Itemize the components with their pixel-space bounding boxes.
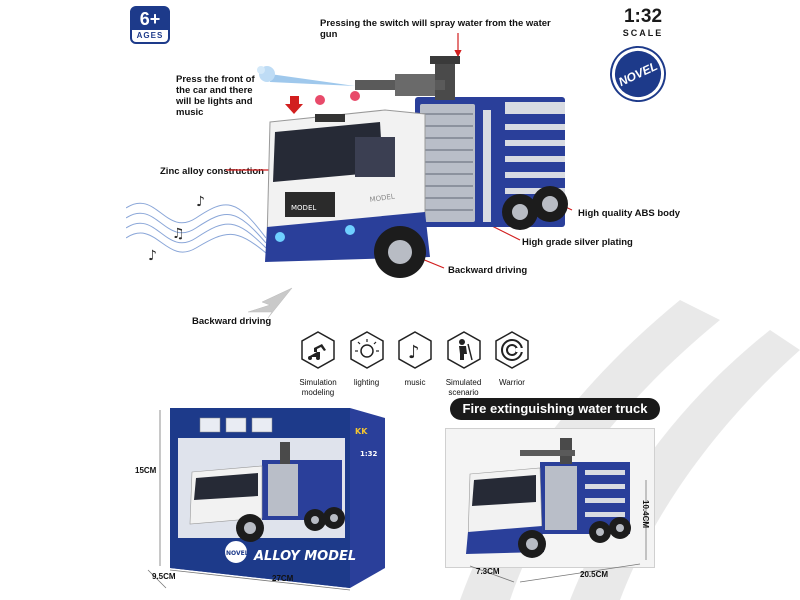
age-badge: 6+ AGES — [130, 6, 170, 44]
package-dimension-lines — [147, 410, 351, 591]
music-note-icon: ♪ — [196, 194, 205, 210]
svg-text:♪: ♪ — [408, 342, 420, 363]
worker-icon — [446, 331, 481, 369]
callout-silver-plating: High grade silver plating — [522, 237, 633, 248]
box-novel-badge: NOVEL — [226, 550, 249, 557]
music-note-icon: ♪ — [148, 248, 157, 264]
water-spray — [257, 66, 355, 86]
product-width: 7.3CM — [476, 567, 500, 576]
product-dimension-lines — [469, 480, 647, 583]
main-truck-image: MODEL MODEL — [257, 56, 568, 278]
scale-value: 1:32 — [623, 6, 663, 27]
music-note-icon: ♫ — [172, 226, 185, 242]
age-number: 6+ — [132, 8, 168, 30]
feature-label: Simulation modeling — [299, 378, 337, 397]
callout-backward-left: Backward driving — [192, 316, 272, 327]
product-title: Fire extinguishing water truck — [450, 398, 660, 420]
feature-item: Simulation modeling — [295, 330, 341, 397]
excavator-icon — [301, 331, 335, 369]
feature-item: ♪ music — [392, 330, 438, 390]
feature-label: lighting — [353, 378, 380, 387]
feature-label: Simulated scenario — [445, 378, 482, 397]
feature-item: Warrior — [489, 330, 535, 390]
callout-water-gun: Pressing the switch will spray water fro… — [320, 18, 551, 40]
callout-backward-right: Backward driving — [448, 265, 528, 276]
product-height: 10.4CM — [641, 500, 650, 529]
box-title-text: ALLOY MODEL — [253, 549, 356, 564]
truck-door-text: MODEL — [369, 193, 395, 204]
scale-label: SCALE — [622, 28, 664, 38]
package-depth: 9.5CM — [152, 572, 176, 581]
package-box-image: NOVEL ALLOY MODEL 1:32 KK — [170, 408, 385, 588]
product-length: 20.5CM — [580, 570, 609, 579]
feature-item: Simulated scenario — [441, 330, 487, 397]
package-width: 27CM — [272, 574, 294, 583]
callout-zinc: Zinc alloy construction — [160, 166, 264, 177]
box-scale-text: 1:32 — [360, 450, 378, 458]
truck-plate-text: MODEL — [291, 204, 316, 212]
callout-abs-body: High quality ABS body — [578, 208, 681, 219]
feature-label: Warrior — [499, 378, 525, 387]
features-row: Simulation modeling lighting ♪ music Sim… — [295, 330, 535, 397]
music-note-icon: ♪ — [398, 331, 432, 369]
feature-item: lighting — [344, 330, 390, 390]
music-waves-graphic: ♪ ♫ ♪ — [126, 194, 266, 264]
product-truck-image — [466, 438, 631, 558]
warrior-icon — [495, 331, 529, 369]
svg-text:KK: KK — [355, 427, 368, 436]
feature-label: music — [404, 378, 426, 387]
callout-lights-music: Press the front of the car and there wil… — [176, 74, 255, 118]
age-label: AGES — [136, 31, 164, 40]
package-height: 15CM — [135, 466, 157, 475]
lighting-icon — [349, 331, 384, 369]
